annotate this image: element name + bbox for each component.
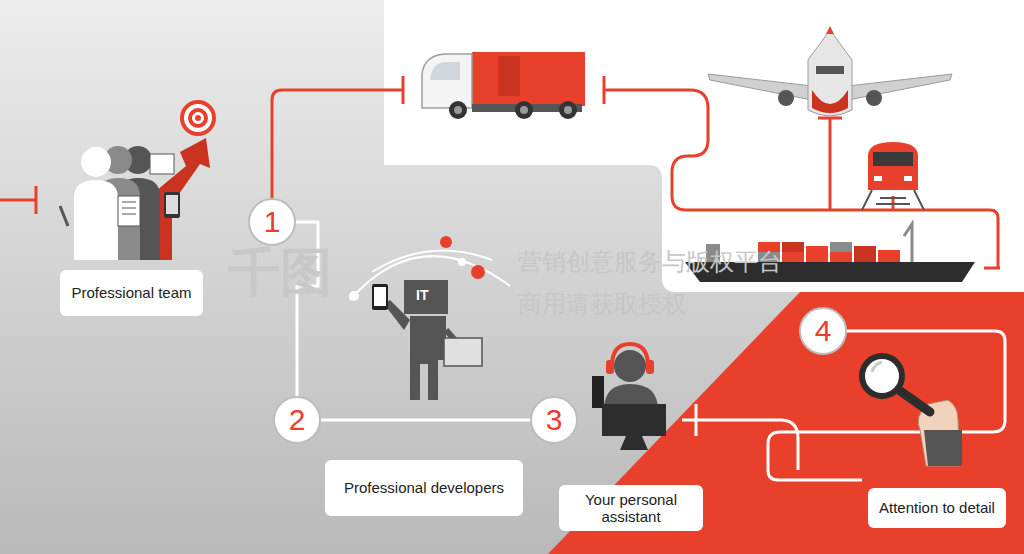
red-panel — [548, 292, 1024, 554]
caption-box: Your personal assistant — [559, 485, 703, 531]
caption-text: Attention to detail — [879, 499, 995, 516]
callout-number: 1 — [264, 205, 281, 239]
step-number: 4 — [799, 307, 847, 355]
watermark: 千图 — [228, 238, 332, 308]
white-route — [682, 331, 1005, 480]
step-number: 2 — [273, 396, 321, 444]
watermark: 商用请获取授权 — [518, 288, 686, 320]
tablet-label: IT — [416, 287, 428, 303]
magnifier-icon — [862, 356, 962, 466]
callout-number: 3 — [546, 403, 563, 437]
developer-icon — [349, 236, 510, 400]
assistant-icon — [592, 344, 666, 450]
watermark: 营销创意服务与版权平台 — [518, 246, 782, 278]
callout-number: 4 — [815, 314, 832, 348]
white-panel — [384, 0, 1024, 292]
caption-box: Professional team — [60, 270, 203, 316]
caption-box: Professional developers — [325, 460, 523, 516]
airplane-icon — [708, 26, 952, 116]
step-number: 1 — [248, 198, 296, 246]
connector-line — [321, 419, 530, 422]
caption-text: Professional team — [71, 284, 191, 301]
caption-text: Your personal assistant — [569, 491, 693, 526]
step-number: 3 — [530, 396, 578, 444]
train-icon — [862, 142, 924, 210]
caption-text: Professional developers — [344, 479, 504, 496]
truck-icon — [422, 52, 585, 119]
caption-box: Attention to detail — [868, 488, 1006, 528]
team-icon — [60, 102, 214, 260]
callout-number: 2 — [289, 403, 306, 437]
